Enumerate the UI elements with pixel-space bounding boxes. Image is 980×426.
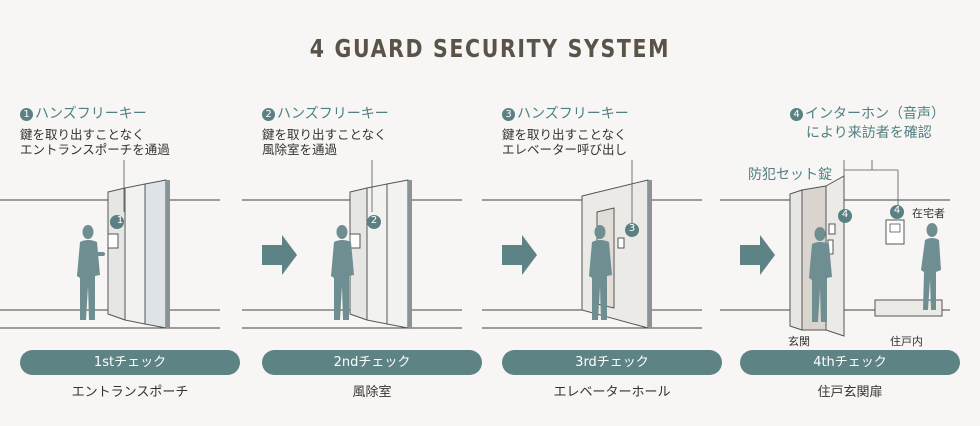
stage-1-illustration	[0, 160, 220, 329]
stage-4-entrance-label: 玄関	[788, 335, 810, 348]
stage-2-desc-line1: 鍵を取り出すことなく	[262, 127, 387, 142]
stage-3-caption: エレベーターホール	[553, 385, 671, 400]
stage-2-illustration	[242, 160, 462, 329]
stage-3-point-badge: 3	[628, 223, 636, 234]
stage-3-desc-line1: 鍵を取り出すことなく	[502, 127, 627, 142]
stage-4-caption: 住戸玄関扉	[817, 385, 883, 400]
stage-4-point-badge-resident: 4	[893, 205, 901, 216]
stage-4-illustration	[720, 160, 950, 337]
stage-4-resident-label: 在宅者	[912, 207, 945, 220]
stage-1-heading-text: ハンズフリーキー	[35, 106, 147, 122]
stage-2-heading-text: ハンズフリーキー	[277, 106, 389, 122]
stage-2-point-badge: 2	[370, 215, 378, 226]
stage-1-caption: エントランスポーチ	[71, 385, 189, 400]
stage-2-caption: 風除室	[352, 385, 392, 400]
stage-4-point-badge-door: 4	[841, 209, 849, 220]
stage-3-check-badge: 3rdチェック	[502, 350, 722, 375]
stage-3-number-badge: 3	[502, 108, 515, 121]
stage-4-number-badge: 4	[790, 108, 803, 121]
stage-1-desc-line1: 鍵を取り出すことなく	[20, 127, 145, 142]
stage-4-heading-line2: により来訪者を確認	[806, 125, 932, 141]
page-title: 4 GUARD SECURITY SYSTEM	[309, 34, 671, 63]
stage-1-desc-line2: エントランスポーチを通過	[20, 142, 170, 157]
stage-4-visitor-icon	[809, 227, 832, 322]
stage-3-arrow-icon	[502, 235, 537, 275]
stage-3-description: 鍵を取り出すことなくエレベーター呼び出し	[502, 127, 627, 157]
stage-1-point-badge: 1	[116, 215, 124, 226]
stage-4-check-badge: 4thチェック	[740, 350, 960, 375]
stage-2-arrow-icon	[262, 235, 297, 275]
stage-3-illustration	[482, 160, 702, 329]
stage-4-resident-icon	[921, 223, 941, 310]
stage-4-heading-text: インターホン（音声）	[805, 106, 945, 122]
stage-2-person-icon	[331, 225, 354, 320]
stage-1-check-badge: 1stチェック	[20, 350, 240, 375]
stage-1-number-badge: 1	[20, 108, 33, 121]
stage-4-inside-label: 住戸内	[890, 335, 923, 348]
stage-1-person-icon	[77, 225, 105, 320]
stage-2-description: 鍵を取り出すことなく風除室を通過	[262, 127, 387, 157]
stage-3-person-icon	[589, 225, 612, 320]
stage-2-desc-line2: 風除室を通過	[262, 142, 338, 157]
stage-1-description: 鍵を取り出すことなくエントランスポーチを通過	[20, 127, 170, 157]
stage-2-number-badge: 2	[262, 108, 275, 121]
stage-2-check-badge: 2ndチェック	[262, 350, 482, 375]
stage-4-arrow-icon	[740, 235, 775, 275]
stage-3-desc-line2: エレベーター呼び出し	[502, 142, 628, 157]
stage-3-heading-text: ハンズフリーキー	[517, 106, 629, 122]
stage-4-lock-label: 防犯セット錠	[748, 167, 832, 183]
